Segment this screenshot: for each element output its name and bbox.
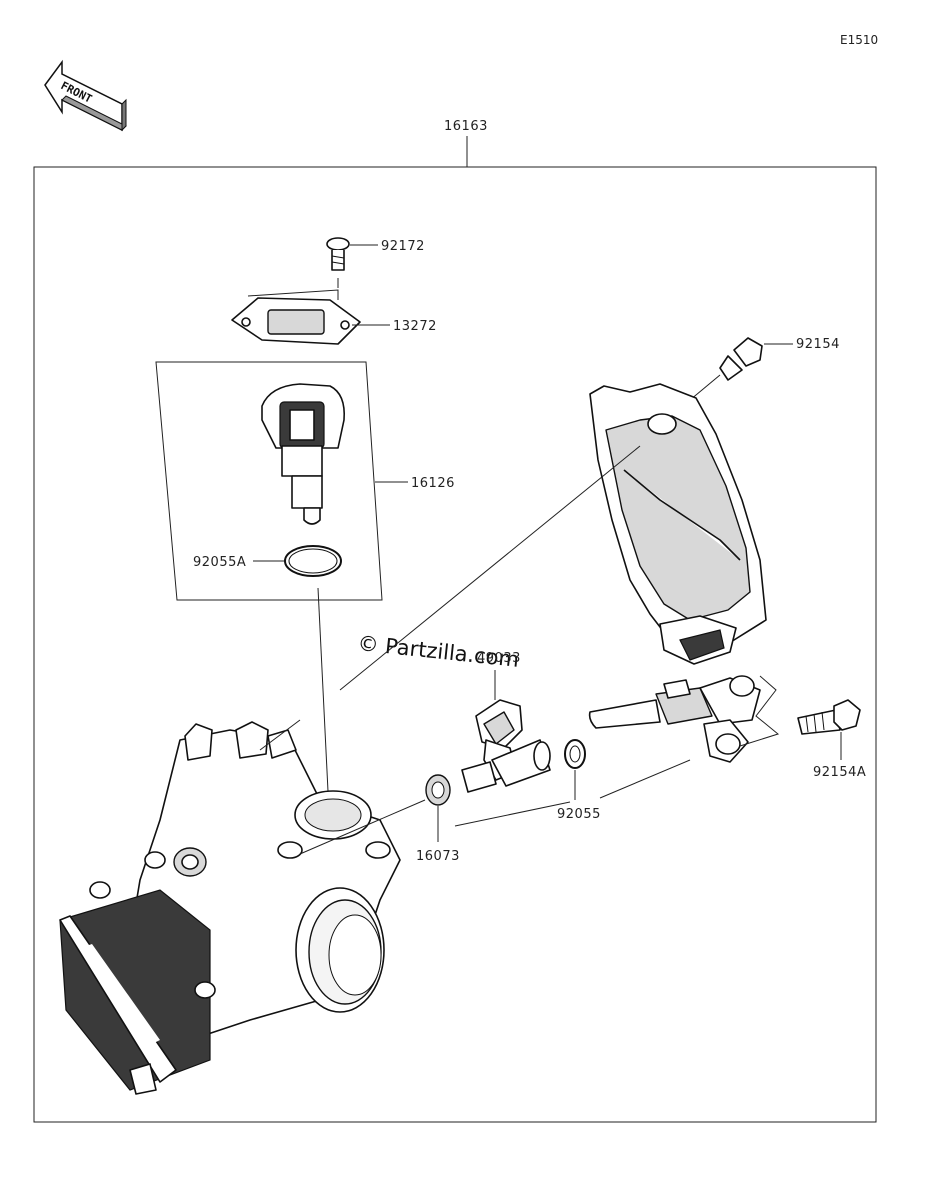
cover-plate-13272	[231, 297, 361, 345]
oring-92055	[564, 739, 586, 769]
label-92154A: 92154A	[813, 765, 866, 780]
valve-49033	[461, 699, 551, 793]
diagram-code: E1510	[840, 33, 878, 47]
bolt-92154	[719, 337, 763, 381]
bolt-92154A	[797, 699, 861, 735]
label-92154: 92154	[796, 337, 840, 352]
sensor-16126	[261, 383, 346, 525]
screw-92172	[326, 237, 350, 271]
assembly-frame	[33, 166, 877, 1123]
front-arrow-icon: FRONT	[44, 59, 127, 132]
label-16163: 16163	[444, 119, 488, 134]
label-49033: 49033	[477, 651, 521, 666]
label-92172: 92172	[381, 239, 425, 254]
throttle-body	[59, 721, 401, 1095]
seal-16073	[425, 774, 451, 806]
label-13272: 13272	[393, 319, 437, 334]
sensor-kit-frame	[155, 361, 383, 601]
wiring-harness	[588, 675, 761, 763]
cover-bracket	[589, 383, 767, 665]
oring-92055A	[284, 545, 342, 577]
label-92055A: 92055A	[193, 555, 246, 570]
label-92055: 92055	[557, 807, 601, 822]
label-16073: 16073	[416, 849, 460, 864]
label-16126: 16126	[411, 476, 455, 491]
